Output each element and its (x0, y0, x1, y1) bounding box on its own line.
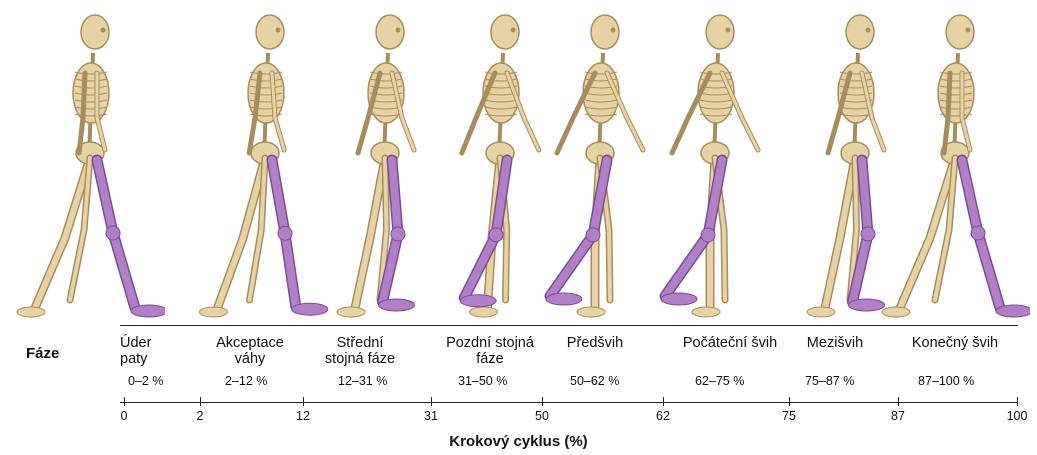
axis-tick (431, 397, 432, 406)
phase-label: Střední stojná fáze (305, 335, 415, 367)
eye-socket (966, 28, 971, 33)
eye-socket (611, 28, 616, 33)
phase-label: Úder paty (120, 335, 180, 367)
skull (81, 15, 109, 49)
phase-range: 75–87 % (805, 374, 854, 388)
phase-row-label: Fáze (26, 345, 59, 362)
axis-tick (898, 397, 899, 406)
axis-tick-label: 62 (656, 409, 670, 423)
phase-label: Pozdní stojná fáze (430, 335, 550, 367)
axis-tick (1017, 397, 1018, 406)
phase-range: 2–12 % (225, 374, 267, 388)
axis-tick (542, 397, 543, 406)
skull (256, 15, 284, 49)
back-foot (577, 307, 605, 317)
highlighted-foot (996, 305, 1030, 317)
phase-label: Mezišvih (790, 335, 880, 351)
skull (491, 15, 519, 49)
axis-tick-label: 50 (535, 409, 549, 423)
gait-cycle-axis (120, 402, 1018, 403)
highlighted-foot (460, 295, 496, 307)
back-foot (200, 307, 228, 317)
eye-socket (276, 28, 281, 33)
eye-socket (511, 28, 516, 33)
axis-tick-label: 0 (121, 409, 128, 423)
phase-range: 62–75 % (695, 374, 744, 388)
highlighted-knee (278, 226, 292, 240)
phase-range: 50–62 % (570, 374, 619, 388)
highlighted-foot (661, 293, 697, 305)
skull (591, 15, 619, 49)
phase-range: 87–100 % (918, 374, 974, 388)
back-foot (882, 307, 910, 317)
highlighted-foot (379, 299, 415, 311)
phase-range: 0–2 % (128, 374, 163, 388)
skeleton-figure (640, 8, 790, 326)
highlighted-knee (701, 228, 715, 242)
highlighted-foot (131, 305, 165, 317)
phase-range: 31–50 % (458, 374, 507, 388)
skeleton-figure (880, 8, 1030, 326)
phase-label: Konečný švih (895, 335, 1015, 351)
phase-label: Počáteční švih (665, 335, 795, 351)
highlighted-knee (861, 227, 875, 241)
axis-title: Krokový cyklus (%) (0, 433, 1037, 450)
highlighted-knee (106, 226, 120, 240)
back-foot (470, 307, 498, 317)
back-foot (337, 307, 365, 317)
skull (376, 15, 404, 49)
axis-tick-label: 75 (782, 409, 796, 423)
axis-tick-label: 31 (424, 409, 438, 423)
back-foot (692, 307, 720, 317)
highlighted-knee (391, 227, 405, 241)
skeleton-figure (15, 8, 165, 326)
axis-tick (789, 397, 790, 406)
rib-cage (73, 63, 109, 123)
axis-tick-label: 100 (1007, 409, 1028, 423)
highlighted-knee (489, 228, 503, 242)
axis-tick (303, 397, 304, 406)
skull (846, 15, 874, 49)
eye-socket (101, 28, 106, 33)
back-foot (17, 307, 45, 317)
eye-socket (866, 28, 871, 33)
eye-socket (726, 28, 731, 33)
axis-tick-label: 2 (197, 409, 204, 423)
eye-socket (396, 28, 401, 33)
axis-tick-label: 87 (891, 409, 905, 423)
highlighted-knee (971, 226, 985, 240)
phase-label: Předšvih (545, 335, 645, 351)
skull (946, 15, 974, 49)
skull (706, 15, 734, 49)
rib-cage (938, 63, 974, 123)
axis-tick (663, 397, 664, 406)
highlighted-knee (586, 228, 600, 242)
axis-tick (200, 397, 201, 406)
highlighted-foot (546, 293, 582, 305)
axis-tick-label: 12 (296, 409, 310, 423)
axis-tick (124, 397, 125, 406)
back-foot (807, 307, 835, 317)
phase-range: 12–31 % (338, 374, 387, 388)
phase-label: Akceptace váhy (200, 335, 300, 367)
